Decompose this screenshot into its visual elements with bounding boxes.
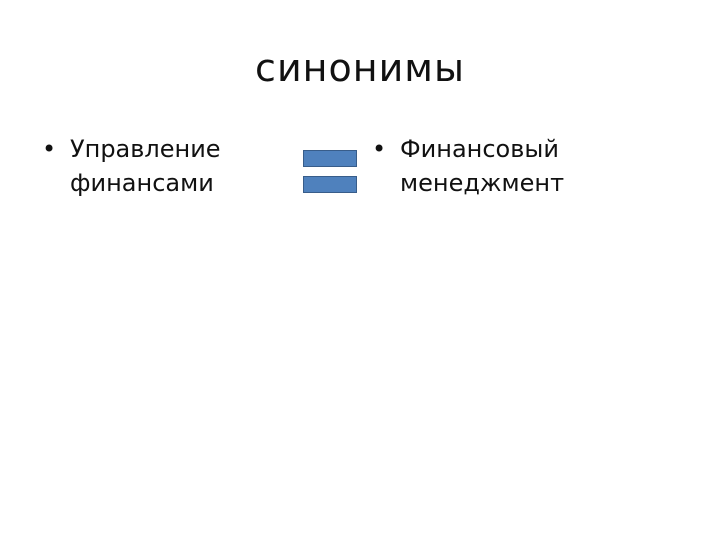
right-term-line-1: Финансовый [400, 135, 559, 163]
left-term-line-1: Управление [70, 135, 221, 163]
left-bullet-item: • Управление финансами [42, 132, 292, 200]
right-bullet-item: • Финансовый менеджмент [372, 132, 672, 200]
equals-bar-top [303, 150, 357, 167]
equals-bar-bottom [303, 176, 357, 193]
bullet-icon: • [42, 135, 57, 163]
right-term-line-2: менеджмент [400, 169, 565, 197]
right-term: • Финансовый менеджмент [372, 132, 672, 200]
bullet-icon: • [372, 135, 387, 163]
left-term: • Управление финансами [42, 132, 292, 200]
equals-sign-icon [303, 150, 359, 196]
left-term-line-2: финансами [70, 169, 214, 197]
slide-title: синонимы [255, 46, 465, 90]
